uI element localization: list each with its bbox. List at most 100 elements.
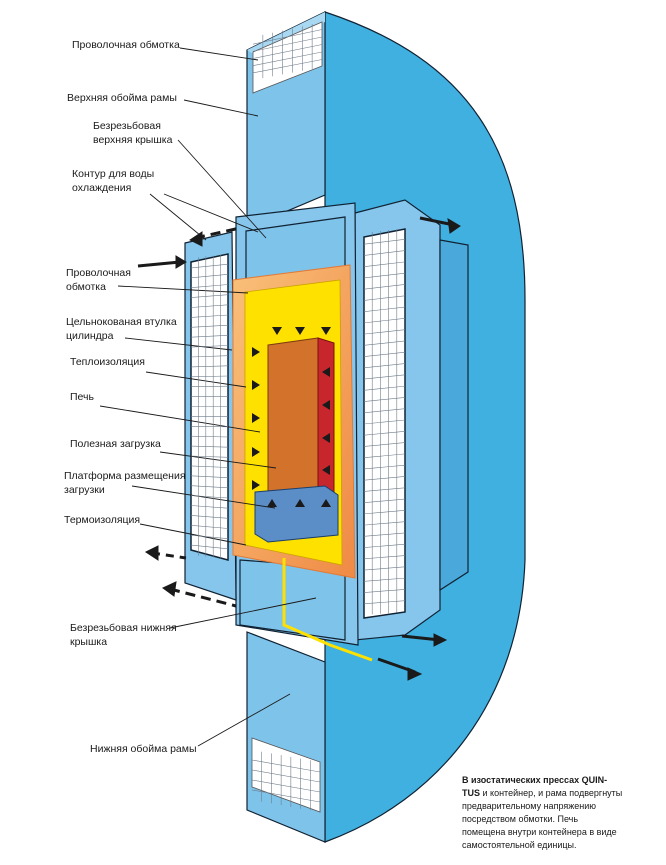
right-grid-lines (363, 229, 406, 615)
heat-arrow-right (322, 465, 330, 475)
right-grid-lines-hline (363, 397, 406, 402)
left-grid-lines-hline (190, 455, 229, 458)
right-grid-lines-hline (363, 295, 406, 301)
lower-frame-yoke (246, 631, 326, 843)
right-grid-lines-hline (363, 385, 406, 391)
caption: В изостатических прессах QUIN- TUS и кон… (462, 775, 622, 850)
label-upper-cover-1: Безрезьбовая (93, 120, 161, 132)
left-grid-lines-hline (190, 485, 229, 489)
heat-arrow-right (322, 367, 330, 377)
caption-line-3: предварительному напряжению (462, 801, 596, 811)
lower-grid-lines-hline (251, 769, 321, 783)
left-grid-lines-hline (190, 534, 229, 539)
lower-grid-lines-hline (251, 789, 321, 803)
left-grid-lines-hline (190, 345, 229, 348)
label-cooling-2: охлаждения (72, 182, 131, 194)
upper-frame-yoke (246, 11, 326, 229)
right-grid-lines-hline (363, 238, 406, 245)
right-grid-lines-hline (363, 464, 406, 470)
label-sleeve-1: Цельнокованая втулка (66, 316, 177, 328)
right-grid-lines-hline (363, 261, 406, 268)
left-grid-lines-hline (190, 465, 229, 468)
heat-arrow-down (272, 327, 282, 335)
lower-grid-lines-hline (251, 779, 321, 793)
right-grid-lines-hline (363, 600, 406, 605)
heat-arrow-up (295, 499, 305, 507)
label-wire-winding-top: Проволочная обмотка (72, 39, 180, 51)
caption-line-1: В изостатических прессах QUIN- (462, 775, 607, 785)
left-winding-block (184, 231, 237, 601)
heat-arrow-right (322, 433, 330, 443)
right-grid-lines-hline (363, 543, 406, 548)
heat-arrow-down (321, 327, 331, 335)
right-grid-lines-hline (363, 408, 406, 414)
leader-lines (99, 47, 317, 747)
label-platform-1: Платформа размещения (64, 470, 186, 482)
cooling-water-line (282, 558, 373, 662)
right-grid-lines-hline (363, 374, 406, 380)
label-lower-frame-yoke: Нижняя обойма рамы (90, 743, 197, 755)
left-grid-lines-hline (190, 365, 229, 368)
heat-arrow-up (267, 499, 277, 507)
left-grid-lines-hline (190, 525, 229, 529)
right-grid-lines-hline (363, 566, 406, 571)
label-wire-winding-1: Проволочная (66, 267, 131, 279)
heat-arrow-up (321, 499, 331, 507)
label-upper-cover-2: верхняя крышка (93, 134, 173, 146)
left-grid-lines-hline (190, 495, 229, 499)
left-grid-lines-hline (190, 335, 229, 338)
right-grid-lines-hline (363, 284, 406, 290)
heat-arrow-left (252, 447, 260, 457)
right-grid-lines-hline (363, 487, 406, 492)
label-upper-frame-yoke: Верхняя обойма рамы (67, 92, 177, 104)
heat-arrow-left (252, 380, 260, 390)
heat-arrow-left (252, 480, 260, 490)
right-grid-lines-hline (363, 453, 406, 459)
label-heat-insulation: Теплоизоляция (70, 356, 145, 368)
left-grid-lines-hline (190, 304, 229, 308)
right-winding-grid (363, 228, 406, 619)
left-grid-lines-hline (190, 426, 229, 428)
labels: Проволочная обмотка Верхняя обойма рамы … (64, 39, 197, 755)
right-grid-lines-hline (363, 329, 406, 335)
right-grid-lines-hline (363, 419, 406, 425)
label-platform-2: загрузки (64, 484, 105, 496)
caption-line-2: TUS и контейнер, и рама подвергнуты (462, 788, 622, 798)
left-grid-lines-hline (190, 445, 229, 448)
lower-grid-lines-hline (251, 759, 321, 773)
upper-winding-grid (252, 21, 323, 94)
heat-arrow-right (322, 400, 330, 410)
left-grid-lines-hline (190, 294, 229, 298)
label-lower-cover-1: Безрезьбовая нижняя (70, 622, 177, 634)
left-grid-lines (190, 254, 229, 559)
caption-line-5: помещена внутри контейнера в виде (462, 827, 617, 837)
right-grid-lines-hline (363, 430, 406, 436)
left-grid-lines-hline (190, 515, 229, 519)
right-grid-lines-hline (363, 351, 406, 357)
upper-grid-lines-hline (252, 36, 323, 52)
upper-grid-lines-hline (252, 59, 323, 74)
left-grid-lines-hline (190, 375, 229, 378)
upper-grid-lines (252, 24, 323, 79)
payload (267, 337, 335, 499)
right-grid-lines-hline (363, 442, 406, 447)
left-grid-lines-hline (190, 314, 229, 318)
caption-line-2-bold: TUS (462, 788, 480, 798)
left-grid-lines-hline (190, 435, 229, 438)
right-grid-lines-hline (363, 340, 406, 346)
right-grid-lines-hline (363, 306, 406, 312)
right-grid-lines-hline (363, 521, 406, 526)
right-grid-lines-hline (363, 555, 406, 560)
right-grid-lines-hline (363, 589, 406, 593)
right-grid-lines-hline (363, 532, 406, 537)
caption-line-4: посредством обмотки. Печь (462, 814, 578, 824)
label-lower-cover-2: крышка (70, 636, 107, 648)
left-grid-lines-hline (190, 324, 229, 328)
heat-arrow-left (252, 347, 260, 357)
label-wire-winding-2: обмотка (66, 281, 106, 293)
right-grid-lines-hline (363, 498, 406, 503)
left-grid-lines-hline (190, 355, 229, 358)
left-winding-grid (190, 253, 229, 561)
right-grid-lines-hline (363, 363, 406, 369)
